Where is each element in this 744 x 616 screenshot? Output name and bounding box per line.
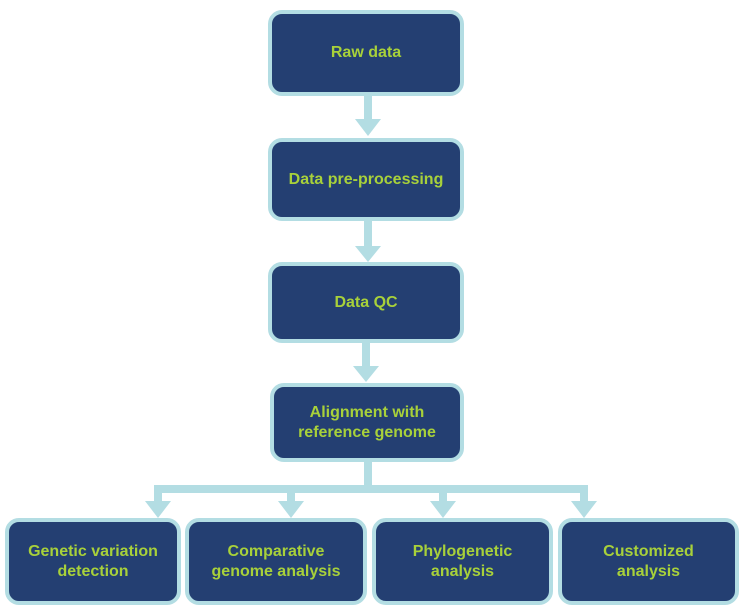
arrow-head-2 (355, 246, 381, 262)
branch-head-4 (571, 501, 597, 518)
arrow-shaft-1 (364, 96, 372, 121)
arrow-shaft-3 (362, 343, 370, 368)
branch-drop-4 (580, 485, 588, 503)
branch-drop-3 (439, 485, 447, 503)
branch-head-1 (145, 501, 171, 518)
branch-head-2 (278, 501, 304, 518)
branch-drop-1 (154, 485, 162, 503)
node-data-preprocessing-label: Data pre-processing (288, 170, 444, 188)
branch-drop-2 (287, 485, 295, 503)
node-raw-data-label: Raw data (330, 44, 402, 61)
branch-line (154, 485, 588, 493)
node-alignment: Alignment with reference genome (270, 383, 464, 462)
arrow-head-3 (353, 366, 379, 382)
node-data-preprocessing: Data pre-processing (268, 138, 464, 221)
node-comparative-genome: Comparative genome analysis (185, 518, 367, 605)
node-customized-label: Customized analysis (603, 542, 694, 580)
node-genetic-variation-label: Genetic variation detection (28, 542, 158, 580)
arrow-shaft-2 (364, 221, 372, 248)
node-data-qc: Data QC (268, 262, 464, 343)
node-customized: Customized analysis (558, 518, 739, 605)
node-phylogenetic-label: Phylogenetic analysis (412, 542, 513, 580)
node-phylogenetic: Phylogenetic analysis (372, 518, 553, 605)
node-raw-data: Raw data (268, 10, 464, 96)
node-genetic-variation: Genetic variation detection (5, 518, 181, 605)
node-comparative-genome-label: Comparative genome analysis (211, 542, 341, 580)
node-alignment-label: Alignment with reference genome (298, 403, 436, 441)
branch-head-3 (430, 501, 456, 518)
arrow-head-1 (355, 119, 381, 136)
branch-trunk (364, 462, 372, 489)
node-data-qc-label: Data QC (334, 293, 398, 311)
